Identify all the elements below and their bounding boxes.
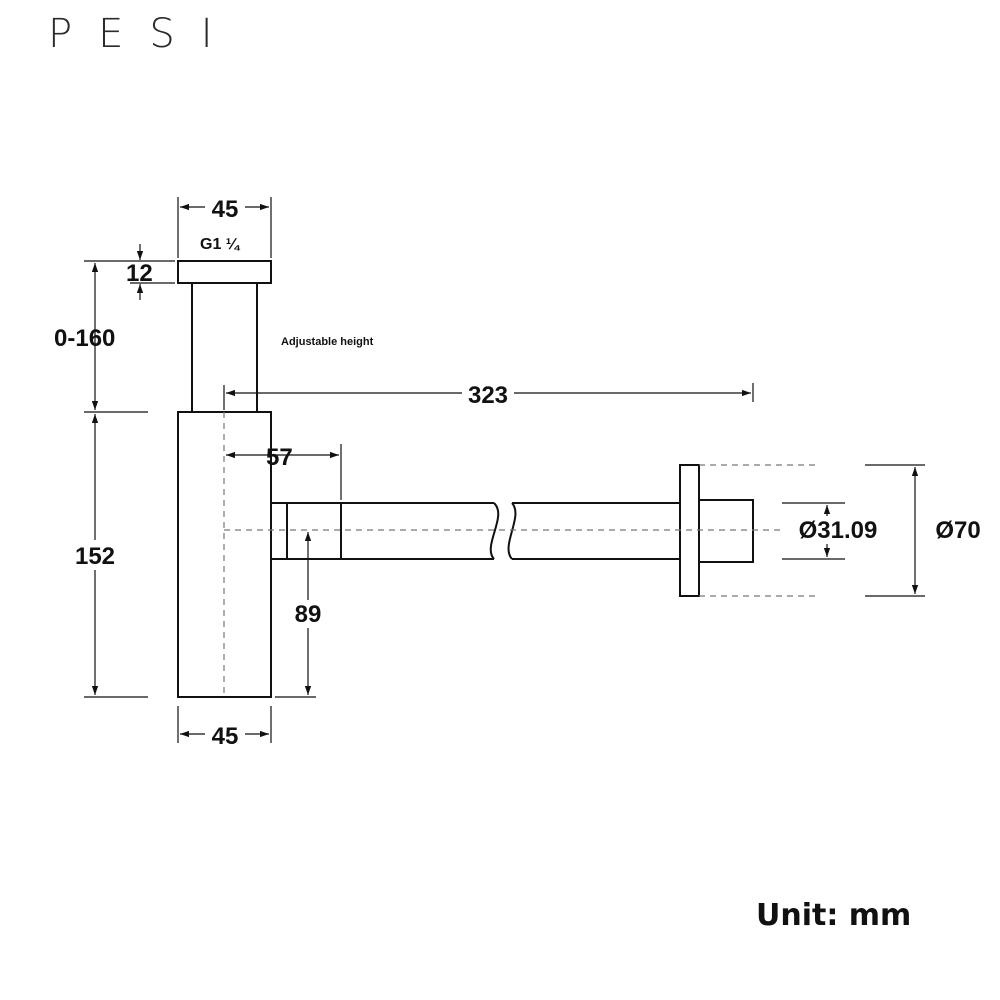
unit-label: Unit: mm (756, 898, 912, 933)
hidden-lines (223, 412, 820, 697)
dim-bottom-width: 45 (212, 723, 239, 750)
dim-flange-diameter: Ø70 (935, 517, 980, 544)
adjustable-height-label: Adjustable height (281, 336, 374, 348)
dim-horizontal-length: 323 (468, 382, 508, 409)
thread-label: G1 ¼ (200, 236, 241, 253)
dim-cap-height: 12 (126, 260, 153, 287)
dim-adjust-range: 0-160 (54, 325, 115, 352)
pipe-break-left (489, 502, 500, 560)
dim-inlet-offset: 57 (266, 444, 293, 471)
dim-body-height: 152 (75, 543, 115, 570)
dim-top-width: 45 (212, 196, 239, 223)
part-outline (177, 260, 754, 698)
extension-lines (84, 197, 925, 743)
pipe-break-right (507, 502, 517, 560)
brand-logo: PESI (48, 11, 239, 57)
pipe-end (698, 499, 754, 563)
dim-outlet-height: 89 (295, 601, 322, 628)
dim-pipe-diameter: Ø31.09 (799, 517, 878, 544)
cap (177, 260, 272, 284)
dimension-lines (91, 203, 919, 738)
outlet-fitting-nut (286, 502, 342, 560)
outlet-fitting-back (270, 502, 288, 560)
